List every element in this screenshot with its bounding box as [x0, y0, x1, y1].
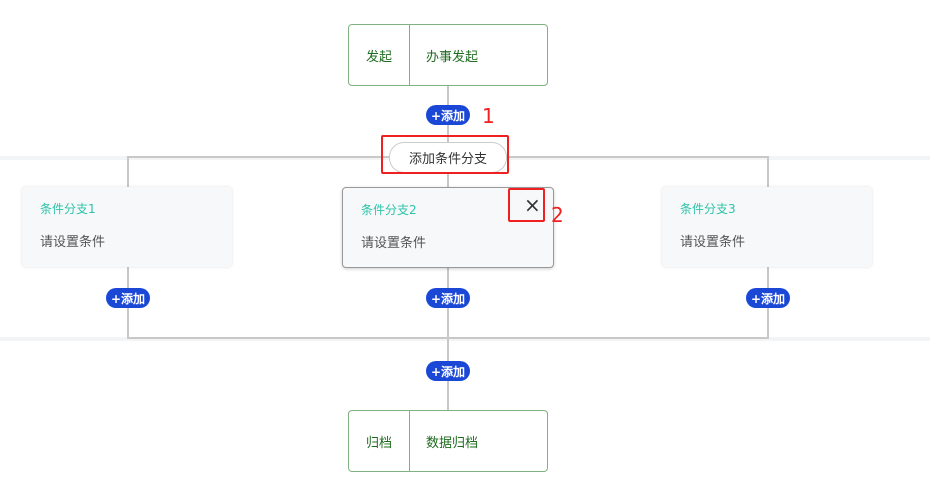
annotation-1: 1 — [482, 104, 495, 128]
branch-title: 条件分支1 — [40, 202, 96, 216]
highlight-box — [381, 135, 509, 174]
node-type: 归档 — [349, 411, 410, 471]
node-name: 数据归档 — [426, 435, 479, 451]
close-icon[interactable]: × — [524, 193, 541, 217]
add-button[interactable]: +添加 — [106, 288, 150, 308]
branch-title: 条件分支3 — [680, 202, 736, 216]
end-node[interactable]: 归档 数据归档 — [348, 410, 548, 472]
branch-condition: 请设置条件 — [680, 235, 746, 250]
branch-card-2[interactable]: 条件分支2 请设置条件 × — [342, 187, 554, 268]
highlight-box — [508, 188, 545, 222]
add-condition-branch-button[interactable]: 添加条件分支 — [389, 142, 507, 173]
branch-condition: 请设置条件 — [40, 235, 106, 250]
add-button[interactable]: +添加 — [426, 105, 470, 125]
start-node[interactable]: 发起 办事发起 — [348, 24, 548, 86]
node-type: 发起 — [349, 25, 410, 85]
branch-title: 条件分支2 — [361, 203, 417, 217]
add-button[interactable]: +添加 — [426, 361, 470, 381]
node-name: 办事发起 — [426, 49, 479, 65]
annotation-2: 2 — [551, 203, 564, 227]
branch-condition: 请设置条件 — [361, 236, 427, 251]
branch-card-3[interactable]: 条件分支3 请设置条件 — [662, 187, 872, 267]
add-button[interactable]: +添加 — [426, 288, 470, 308]
add-button[interactable]: +添加 — [746, 288, 790, 308]
branch-area-bottom-band — [0, 337, 930, 341]
branch-card-1[interactable]: 条件分支1 请设置条件 — [22, 187, 232, 267]
